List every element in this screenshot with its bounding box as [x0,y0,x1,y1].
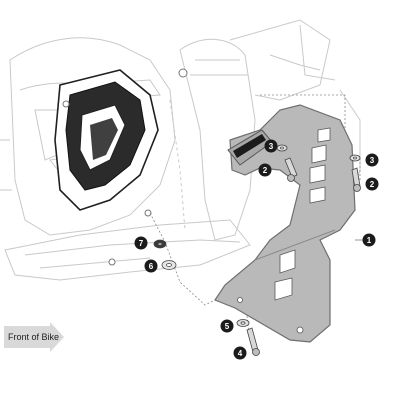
callout-5: 5 [220,319,234,333]
callout-3a: 3 [264,139,278,153]
svg-text:2: 2 [370,180,375,189]
front-of-bike-label: Front of Bike [8,332,60,342]
svg-text:5: 5 [225,322,230,331]
svg-text:7: 7 [139,239,144,248]
callout-3b: 3 [365,153,379,167]
callout-4: 4 [233,346,247,360]
engine-guard-cover [54,69,159,211]
bolt-part-2a [284,157,298,178]
skid-plate [214,104,356,343]
callout-6: 6 [144,259,158,273]
skid-plate-vents [274,127,331,301]
hardware [153,144,361,356]
svg-text:3: 3 [269,142,274,151]
callout-7: 7 [134,236,148,250]
svg-text:2: 2 [263,166,268,175]
svg-text:4: 4 [238,349,243,358]
callout-2a: 2 [258,163,272,177]
front-arrow-icon [4,322,64,352]
svg-text:1: 1 [367,236,372,245]
engine-bolts [62,68,188,266]
callout-1: 1 [355,233,376,247]
svg-text:6: 6 [149,262,154,271]
svg-text:3: 3 [370,156,375,165]
callout-2b: 2 [365,177,379,191]
